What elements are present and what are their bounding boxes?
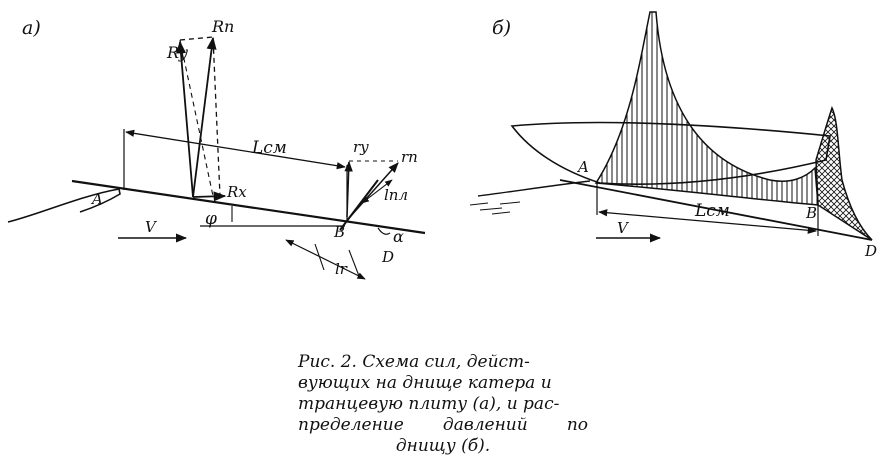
caption-line-3: транцевую плиту (а), и рас- (298, 394, 560, 414)
label-d-point-b: D (864, 242, 877, 260)
label-b-point: B (333, 223, 345, 241)
water-ripples (469, 201, 521, 215)
caption-line-4: пределение давлений по (298, 415, 588, 436)
label-lpl: lпл (384, 186, 408, 204)
force-ry-small (344, 160, 353, 218)
label-phi: φ (205, 209, 217, 229)
caption-line-4-b: давлений (442, 415, 528, 435)
label-ry-small: ry (353, 138, 369, 156)
pressure-distribution-transom (815, 106, 873, 241)
label-rn-small: rn (401, 148, 418, 166)
pressure-distribution-main (594, 11, 819, 206)
label-a-point: A (90, 190, 103, 208)
lpl-dimension (361, 179, 393, 204)
panel-a: а) Rn Ry Rx Lсм (7, 17, 426, 280)
caption-line-1: Рис. 2. Схема сил, дейст- (298, 352, 588, 373)
lcm-dimension-arrow (125, 129, 346, 170)
water-surface (477, 180, 591, 197)
caption-line-4-a: пределение (298, 415, 404, 435)
label-ry: Ry (166, 43, 189, 62)
panel-b: б) A B D V Lсм (469, 11, 877, 260)
lr-dimension-arrow (285, 239, 366, 280)
label-d-point: D (381, 248, 394, 266)
label-v-b: V (617, 219, 630, 237)
label-lcm-a: Lсм (251, 138, 287, 158)
label-rn: Rn (211, 17, 234, 36)
caption-line-5: днищу (б). (395, 436, 491, 456)
panel-a-tag: а) (22, 17, 41, 39)
label-alpha: α (393, 227, 404, 246)
label-lr: lr (335, 260, 348, 278)
force-rx-arrow (192, 191, 227, 202)
hull-bottom-curve (7, 188, 121, 223)
label-v-a: V (145, 218, 158, 236)
force-rn-arrow (192, 36, 217, 198)
label-a-point-b: A (576, 158, 589, 176)
label-b-point-b: B (805, 204, 817, 222)
panel-b-tag: б) (492, 17, 511, 39)
caption-line-4-c: по (566, 415, 588, 435)
lcm-dimension-arrow-b (598, 209, 817, 234)
force-ry-arrow (175, 40, 194, 198)
bottom-line (71, 179, 426, 235)
label-rx: Rx (226, 183, 247, 201)
label-lcm-b: Lсм (694, 201, 730, 221)
caption-line-2: вующих на днище катера и (298, 373, 552, 393)
figure-caption: Рис. 2. Схема сил, дейст- вующих на днищ… (298, 352, 588, 457)
caption-line-1-text: Рис. 2. Схема сил, дейст- (298, 352, 530, 372)
alpha-angle-arc (377, 227, 391, 235)
